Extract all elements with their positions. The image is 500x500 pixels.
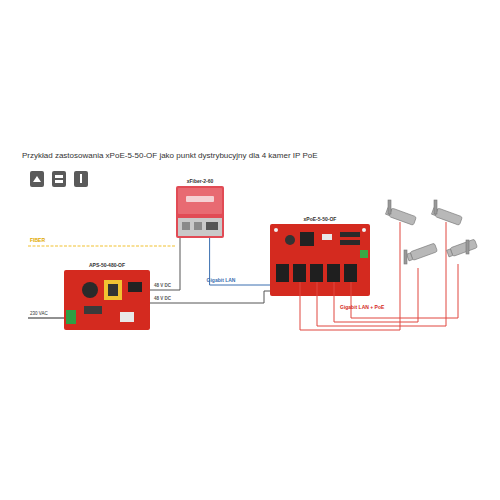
poe-label: Gigabit LAN + PoE bbox=[340, 305, 384, 311]
poe-wires bbox=[300, 222, 458, 330]
cable-label: 48 V DC bbox=[154, 297, 171, 302]
device-label: xFiber-2-60 bbox=[176, 178, 224, 184]
mains-label: 230 VAC bbox=[30, 312, 48, 317]
ip-cameras bbox=[385, 200, 477, 264]
media-converter-box: xFiber-2-60 bbox=[176, 186, 224, 238]
feature-icons bbox=[30, 171, 88, 187]
cable-label: 48 V DC bbox=[154, 284, 171, 289]
power-supply-board bbox=[64, 270, 150, 330]
cable-line bbox=[150, 291, 270, 303]
mains-wire bbox=[28, 318, 64, 319]
fiber-wire bbox=[28, 245, 176, 246]
cable-line bbox=[150, 238, 180, 290]
fiber-label: FIBER bbox=[30, 238, 45, 244]
cable-label: Gigabit LAN bbox=[207, 278, 236, 284]
poe-switch-board bbox=[270, 224, 370, 296]
device-label: xPoE-5-50-OF bbox=[270, 216, 370, 222]
power-supply-box: APS-50-480-OF bbox=[64, 270, 150, 330]
poe-switch-box: xPoE-5-50-OF bbox=[270, 224, 370, 296]
diagram-title: Przykład zastosowania xPoE-5-50-OF jako … bbox=[22, 152, 318, 161]
media-converter bbox=[176, 186, 224, 238]
device-label: APS-50-480-OF bbox=[64, 262, 150, 268]
